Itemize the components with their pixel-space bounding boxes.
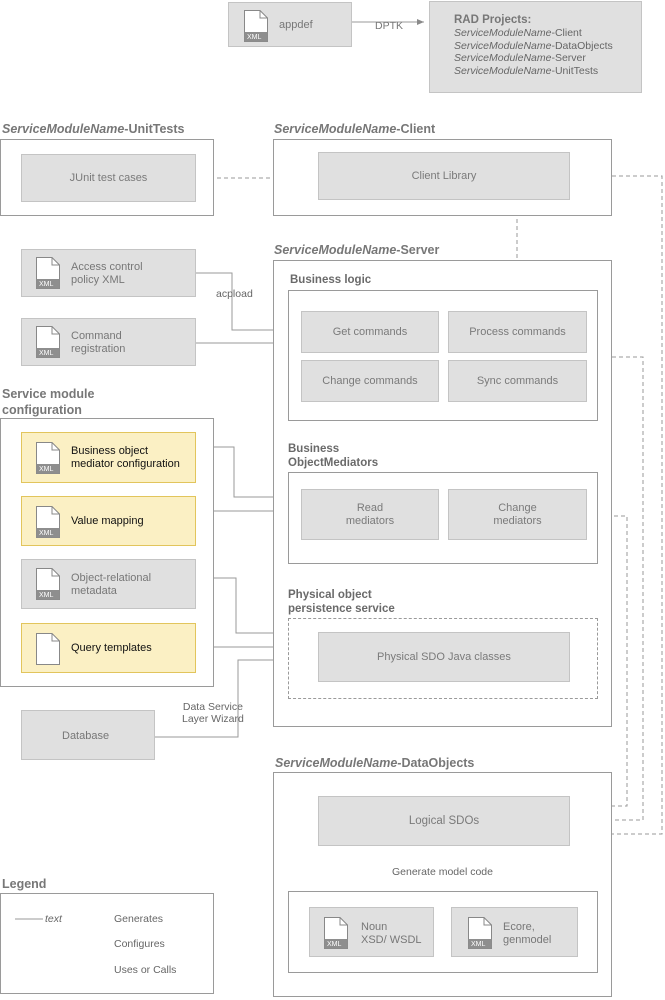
change-commands-box: Change commands xyxy=(301,360,439,402)
xml-document-icon xyxy=(36,506,60,538)
query-templates-box: Query templates xyxy=(21,623,196,673)
rad-project-item: ServiceModuleName-Client xyxy=(454,27,582,39)
business-logic-title: Business logic xyxy=(290,274,372,286)
xml-tag: XML xyxy=(39,350,54,357)
legend-generates-line xyxy=(15,918,43,920)
legend-generates: Generates xyxy=(114,913,164,925)
legend-uses: Uses or Calls xyxy=(114,964,177,976)
logical-sdos-box: Logical SDOs xyxy=(318,796,570,846)
acpload-label: acpload xyxy=(216,288,253,300)
xml-tag: XML xyxy=(327,941,342,948)
sync-commands-box: Sync commands xyxy=(448,360,587,402)
database-label: Database xyxy=(62,730,110,742)
generate-model-code-label: Generate model code xyxy=(390,866,495,878)
xml-tag: XML xyxy=(247,34,262,41)
document-icon xyxy=(36,633,60,665)
ecore-genmodel-label: Ecore,genmodel xyxy=(503,921,552,946)
value-mapping-label: Value mapping xyxy=(71,515,144,527)
xml-document-icon xyxy=(36,257,60,289)
ecore-genmodel-box: XML Ecore,genmodel xyxy=(451,907,578,957)
xml-document-icon xyxy=(36,568,60,600)
get-commands-box: Get commands xyxy=(301,311,439,353)
xml-document-icon xyxy=(36,326,60,358)
dataobjects-title: ServiceModuleName-DataObjects xyxy=(275,756,475,770)
xml-document-icon xyxy=(36,442,60,474)
client-library-box: Client Library xyxy=(318,152,570,200)
unittests-title: ServiceModuleName-UnitTests xyxy=(2,122,185,136)
xml-tag: XML xyxy=(39,281,54,288)
junit-test-cases-box: JUnit test cases xyxy=(21,154,196,202)
query-templates-label: Query templates xyxy=(71,642,152,654)
rad-projects-title: RAD Projects: xyxy=(454,14,532,26)
physical-sdo-box: Physical SDO Java classes xyxy=(318,632,570,682)
legend-title: Legend xyxy=(2,877,47,891)
client-title: ServiceModuleName-Client xyxy=(274,122,436,136)
xml-document-icon xyxy=(324,917,348,949)
process-commands-box: Process commands xyxy=(448,311,587,353)
xml-tag: XML xyxy=(39,530,54,537)
xml-document-icon xyxy=(468,917,492,949)
xml-tag: XML xyxy=(39,592,54,599)
legend-frame xyxy=(0,893,214,994)
appdef-label: appdef xyxy=(279,19,313,31)
appdef-box: XML appdef xyxy=(228,2,352,47)
rad-project-item: ServiceModuleName-DataObjects xyxy=(454,39,613,52)
legend-text-sample: text xyxy=(45,913,62,925)
value-mapping-box: XML Value mapping xyxy=(21,496,196,546)
rad-project-item: ServiceModuleName-Server xyxy=(454,52,586,64)
xml-document-icon xyxy=(244,10,268,42)
legend-configures: Configures xyxy=(114,938,165,950)
xml-tag: XML xyxy=(471,941,486,948)
database-box: Database xyxy=(21,710,155,760)
rad-project-item: ServiceModuleName-UnitTests xyxy=(454,64,599,77)
server-title: ServiceModuleName-Server xyxy=(274,243,440,257)
xml-tag: XML xyxy=(39,466,54,473)
dptk-label: DPTK xyxy=(375,20,404,32)
